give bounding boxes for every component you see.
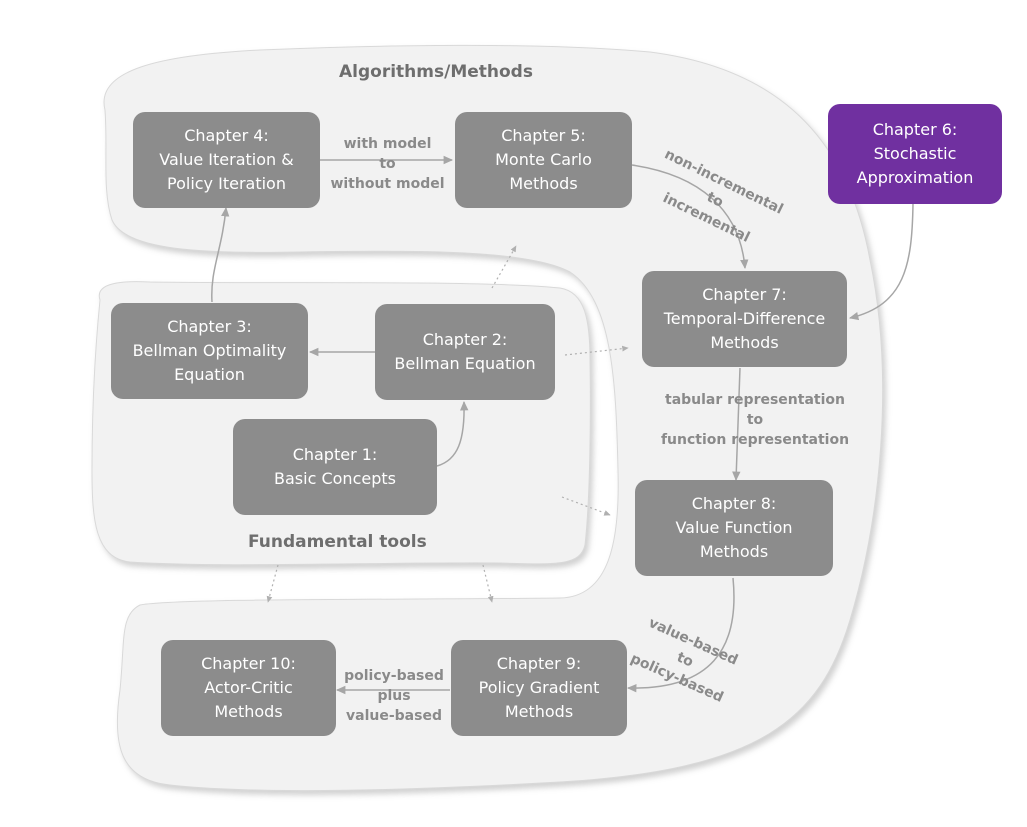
edge-ch7-ch8	[732, 367, 741, 482]
algorithms-region-label: Algorithms/Methods	[339, 62, 533, 82]
chapter-7-box[interactable]: Chapter 7: Temporal-Difference Methods	[642, 271, 847, 367]
edge-ch3-ch4	[211, 206, 230, 303]
chapter-title: Chapter 6:	[872, 120, 958, 139]
chapter-line: Temporal-Difference	[663, 309, 826, 328]
chapter-2-box[interactable]: Chapter 2: Bellman Equation	[375, 304, 555, 400]
chapter-title: Chapter 10:	[201, 654, 296, 673]
dotted-edge-down-right	[482, 564, 494, 603]
chapter-1-box[interactable]: Chapter 1: Basic Concepts	[233, 419, 437, 515]
chapter-6-box[interactable]: Chapter 6: Stochastic Approximation	[828, 104, 1002, 204]
dotted-edge-right-top	[564, 345, 629, 356]
chapter-line: Actor-Critic	[204, 678, 293, 697]
dotted-edge-up	[491, 245, 517, 289]
chapter-line: Methods	[504, 702, 574, 721]
chapter-line: Basic Concepts	[274, 469, 396, 488]
chapter-title: Chapter 8:	[691, 494, 777, 513]
chapter-line: Value Iteration &	[159, 150, 294, 169]
chapter-10-box[interactable]: Chapter 10: Actor-Critic Methods	[161, 640, 336, 736]
chapter-title: Chapter 7:	[702, 285, 787, 304]
chapter-title: Chapter 5:	[501, 126, 586, 145]
chapter-title: Chapter 9:	[496, 654, 582, 673]
chapter-3-box[interactable]: Chapter 3: Bellman Optimality Equation	[111, 303, 308, 399]
chapter-8-box[interactable]: Chapter 8: Value Function Methods	[635, 480, 833, 576]
chapter-title: Chapter 2:	[422, 330, 508, 349]
edge-ch8-ch9	[626, 577, 735, 693]
chapter-line: Monte Carlo	[495, 150, 592, 169]
chapter-9-box[interactable]: Chapter 9: Policy Gradient Methods	[451, 640, 627, 736]
edge-ch1-ch2	[436, 400, 469, 467]
chapter-line: Equation	[174, 365, 245, 384]
chapter-title: Chapter 1:	[292, 445, 378, 464]
algorithms-region	[103, 44, 884, 792]
chapter-line: Methods	[214, 702, 283, 721]
chapter-line: Methods	[509, 174, 578, 193]
dotted-edge-down-left	[266, 564, 279, 603]
chapter-line: Value Function	[675, 518, 793, 537]
edge-ch5-ch7	[631, 164, 749, 270]
chapter-line: Bellman Optimality	[132, 341, 287, 360]
chapter-line: Methods	[699, 542, 769, 561]
chapter-line: Policy Gradient	[478, 678, 600, 697]
edge-label-representation: tabular representation to function repre…	[660, 392, 850, 448]
chapter-line: Stochastic	[873, 144, 957, 163]
chapter-5-box[interactable]: Chapter 5: Monte Carlo Methods	[455, 112, 632, 208]
chapter-4-box[interactable]: Chapter 4: Value Iteration & Policy Iter…	[133, 112, 320, 208]
edge-label-model: with model to without model	[330, 136, 445, 192]
chapter-title: Chapter 4:	[184, 126, 269, 145]
chapter-line: Approximation	[856, 168, 974, 187]
chapter-title: Chapter 3:	[167, 317, 252, 336]
chapter-line: Bellman Equation	[394, 354, 536, 373]
chapter-line: Policy Iteration	[167, 174, 286, 193]
fundamentals-region-label: Fundamental tools	[248, 532, 427, 552]
chapter-line: Methods	[710, 333, 779, 352]
edge-label-actor-critic: policy-based plus value-based	[344, 668, 444, 724]
edge-ch6-ch7	[848, 203, 914, 321]
dotted-edge-right-bottom	[561, 496, 611, 516]
